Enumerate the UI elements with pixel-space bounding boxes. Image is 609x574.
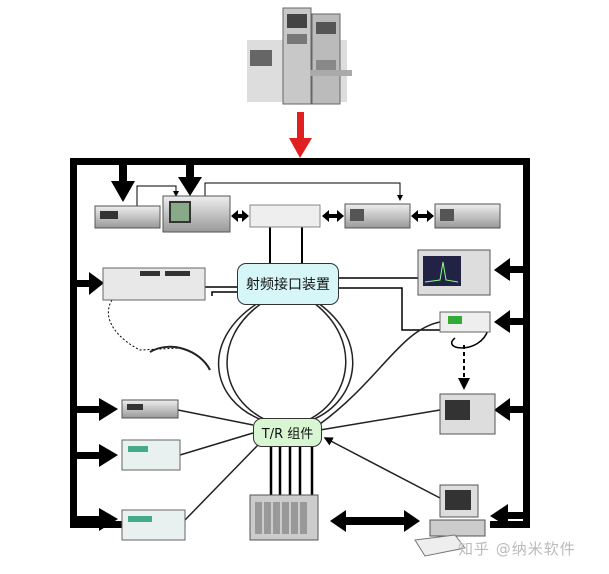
signal-lines: [107, 182, 489, 390]
input-arrow: [289, 112, 312, 158]
computer-icon: [414, 484, 486, 557]
rf-cables: [177, 302, 441, 521]
oscilloscope: [439, 393, 496, 435]
power-supply-1: [121, 439, 181, 471]
test-rack-photo: [247, 7, 352, 105]
power-meter: [439, 311, 491, 333]
bus-arrows: [77, 165, 523, 531]
spectrum-analyzer-2: [434, 203, 501, 229]
synthesizer: [102, 267, 206, 301]
tr-module-box: T/R 组件: [253, 418, 322, 447]
signal-analyzer: [417, 249, 491, 296]
power-supply-2: [121, 509, 186, 541]
counter: [121, 399, 179, 419]
tr-rack-cables: [269, 445, 314, 495]
rf-interface-box: 射频接口装置: [237, 263, 339, 305]
spectrum-analyzer-1: [344, 203, 411, 229]
switch-box: [249, 204, 321, 228]
double-arrows: [231, 210, 434, 532]
network-analyzer: [162, 195, 231, 233]
watermark: 知乎 @纳米软件: [458, 540, 576, 558]
module-rack: [249, 494, 319, 541]
signal-generator: [94, 205, 161, 229]
